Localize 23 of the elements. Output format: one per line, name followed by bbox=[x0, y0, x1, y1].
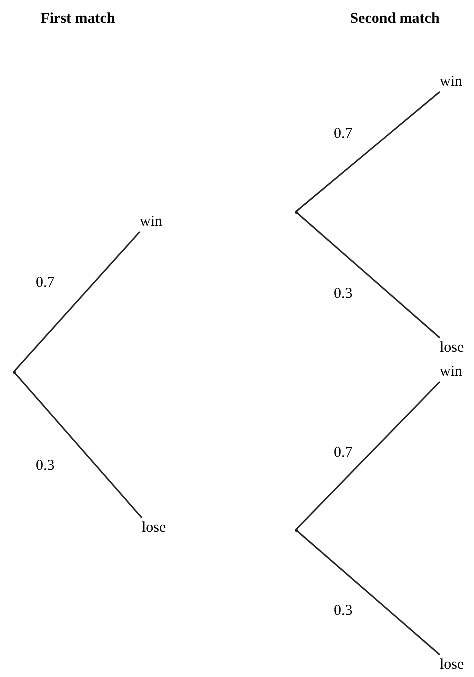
tree-branch bbox=[296, 91, 440, 213]
branch-point bbox=[294, 210, 298, 214]
column-heading: First match bbox=[40, 10, 116, 29]
tree-branch bbox=[296, 211, 440, 339]
probability-label: 0.3 bbox=[334, 285, 353, 304]
branch-point bbox=[294, 528, 298, 532]
outcome-label: lose bbox=[440, 655, 464, 675]
tree-branch bbox=[13, 232, 141, 372]
outcome-label: win bbox=[440, 72, 462, 92]
probability-label: 0.7 bbox=[334, 444, 353, 463]
outcome-label: lose bbox=[142, 518, 166, 538]
probability-label: 0.7 bbox=[334, 125, 353, 144]
outcome-label: lose bbox=[440, 338, 464, 358]
tree-branch bbox=[296, 529, 440, 656]
probability-label: 0.3 bbox=[334, 602, 353, 621]
branch-point bbox=[12, 370, 16, 374]
tree-branch bbox=[13, 372, 143, 518]
tree-branch bbox=[295, 381, 441, 531]
column-heading: Second match bbox=[350, 10, 440, 29]
outcome-label: win bbox=[140, 212, 162, 232]
probability-label: 0.7 bbox=[36, 274, 55, 293]
probability-label: 0.3 bbox=[36, 457, 55, 476]
outcome-label: win bbox=[440, 362, 462, 382]
